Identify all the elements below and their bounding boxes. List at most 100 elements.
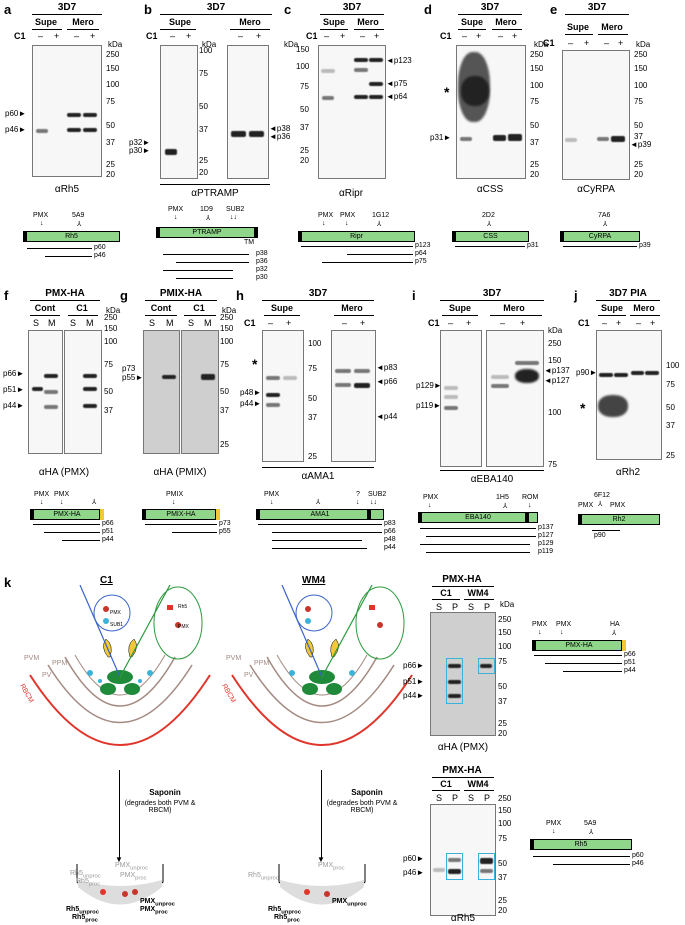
panel-letter: k [4,575,12,590]
antibody-label: αEBA140 [470,474,514,485]
antibody-label: αCSS [476,184,504,195]
mw-marker: 75 [106,97,115,106]
protein-schematic: PTRAMP [156,227,258,238]
protein-schematic: CyRPA [560,231,640,242]
western-blot [32,45,102,177]
protein-proc: Rh5proc [76,878,101,888]
protein-schematic: PMX-HA [30,509,104,520]
western-blot [596,330,662,460]
antibody-label: αRh5 [450,913,476,924]
band-label: p46► [5,125,27,134]
sign: + [54,31,60,41]
protein-schematic: AMA1 [256,509,384,520]
antibody-label: αPTRAMP [191,188,239,199]
strain-title: 3D7 [206,2,226,13]
kda-label: kDa [108,40,123,49]
pellet-wm4 [278,864,366,905]
panel-letter: f [4,288,9,303]
western-blot [181,330,219,454]
band-label: p32► [129,138,151,147]
membrane-label: PPM [52,660,68,667]
sign: + [90,31,96,41]
star-marker: * [580,400,586,416]
strain-title: 3D7 [342,2,362,13]
panel-letter: a [4,2,12,17]
band-label: ◄p38 [269,124,291,133]
star-marker: * [444,84,450,100]
western-blot [28,330,63,454]
mw-marker: 100 [106,80,120,89]
protein-unproc: Rh5unproc [70,870,101,880]
western-blot [440,330,482,467]
mw-marker: 150 [106,64,120,73]
highlight-box [446,853,463,880]
highlight-box [478,658,495,674]
group-label: Supe [34,17,57,27]
western-blot [456,45,526,179]
star-marker: * [252,356,258,372]
western-blot [562,50,630,180]
panel-letter: b [144,2,152,17]
schizont-diagram-c1 [29,585,211,746]
c1-label: C1 [14,31,26,41]
group-label: Mero [239,17,261,27]
protein-schematic: PMX-HA [532,640,626,651]
membrane-label: PV [42,672,52,679]
protein-schematic: Rh2 [578,514,660,525]
sign: – [74,31,80,41]
western-blot [262,330,304,462]
panel-letter: d [424,2,432,17]
antibody-label: αHA (PMX) [437,742,489,753]
fragment-label: p60 [94,244,106,251]
western-blot [64,330,102,454]
panel-letter: c [284,2,292,17]
fragment-label: p46 [94,252,106,259]
strain-title: 3D7 [57,2,77,13]
condition-title: C1 [100,575,113,586]
protein-schematic: Rh5 [530,839,632,850]
highlight-box [446,658,463,704]
kda-label: kDa [202,40,217,49]
group-label: Supe [168,17,191,27]
western-blot [430,612,496,736]
mw-marker: 50 [106,121,115,130]
schizont-diagram-wm4 [231,585,413,746]
mw-marker: 25 [106,160,115,169]
protein-schematic: EBA140 [418,512,538,523]
western-blot [331,330,376,462]
antibody-label: αHA (PMIX) [153,467,207,478]
mw-marker: 250 [106,50,120,59]
western-blot [486,330,544,467]
antibody-label: αRh5 [54,184,80,195]
antibody-label: αAMA1 [301,471,335,482]
protein-schematic: PMIX-HA [142,509,220,520]
highlight-box [478,853,495,880]
western-blot [143,330,180,454]
panel-letter: h [236,288,244,303]
western-blot [318,45,386,179]
band-label: p60► [5,109,27,118]
western-blot [160,45,198,179]
feature-label: 5A9 [72,212,85,219]
sign: – [38,31,44,41]
group-label: Mero [72,17,94,27]
antibody-label: αRipr [338,188,364,199]
pellet-c1 [76,864,164,905]
panel-letter: i [412,288,416,303]
mw-marker: 20 [106,170,115,179]
band-label: p30► [129,146,151,155]
antibody-label: αRh2 [615,467,641,478]
panel-letter: g [120,288,128,303]
antibody-label: αHA (PMX) [38,467,90,478]
condition-title: WM4 [302,575,326,586]
mw-marker: 37 [106,138,115,147]
panel-letter: e [550,2,558,17]
feature-label: PMX [33,212,49,219]
c1-label: C1 [146,31,158,41]
protein-schematic: Ripr [298,231,415,242]
antibody-label: αCyRPA [577,184,615,195]
protein-schematic: Rh5 [23,231,120,242]
western-blot [227,45,269,179]
panel-letter: j [574,288,578,303]
protein-schematic: CSS [452,231,529,242]
